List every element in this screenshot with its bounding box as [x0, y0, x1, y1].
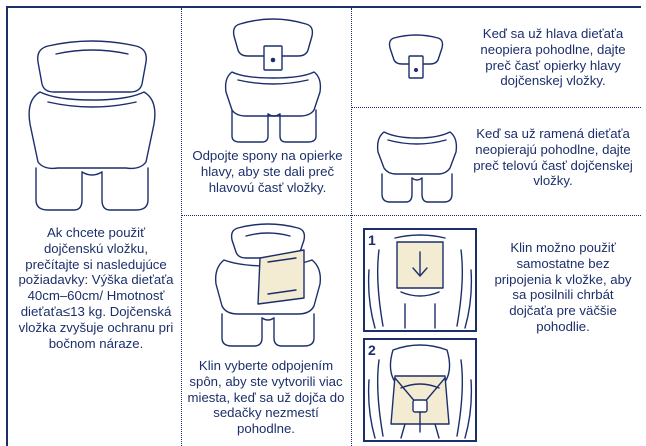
divider-mid-row	[182, 215, 351, 216]
divider-col2	[351, 8, 352, 446]
step1-label: 1	[368, 232, 376, 248]
wedge-removal-text: Klin vyberte odpojením spôn, aby ste vyt…	[187, 358, 345, 437]
outer-frame-top	[6, 6, 641, 8]
divider-right-2	[352, 215, 641, 216]
wedge-standalone-text: Klin možno použiť samostatne bez pripoje…	[494, 240, 632, 334]
head-part-removed-illustration	[388, 34, 444, 79]
wedge-insert-illustration	[214, 223, 322, 347]
infant-insert-full-illustration	[28, 40, 156, 211]
head-part-removal-text: Keď sa už hlava dieťaťa neopiera pohodln…	[480, 26, 626, 89]
divider-right-1	[352, 107, 641, 108]
step1-image-frame	[363, 228, 477, 332]
body-part-removal-text: Keď sa už ramená dieťaťa neopierajú poho…	[473, 126, 633, 189]
body-part-removed-illustration	[376, 131, 458, 203]
step2-label: 2	[368, 342, 376, 358]
seat-lower-illustration	[231, 109, 317, 143]
divider-col1	[181, 8, 182, 446]
step2-image-frame	[363, 338, 477, 442]
outer-frame-left	[6, 6, 8, 446]
head-part-unbuckle-illustration	[224, 18, 322, 117]
step1-wedge-placement-illustration	[367, 234, 473, 329]
unbuckle-headrest-text: Odpojte spony na opierke hlavy, aby ste …	[192, 148, 343, 195]
step2-harness-fastened-illustration	[367, 344, 473, 439]
requirements-text: Ak chcete použiť dojčenskú vložku, prečí…	[18, 225, 174, 351]
